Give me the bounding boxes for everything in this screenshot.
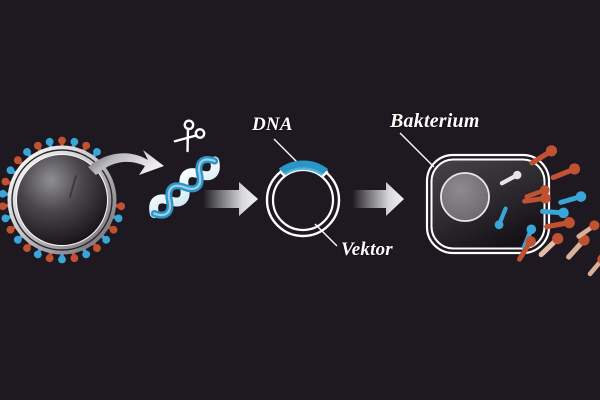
cell-cytoplasm xyxy=(17,155,107,245)
bacterium-nucleoid xyxy=(440,172,490,222)
label-dna: DNA xyxy=(252,114,293,135)
dna-fragment xyxy=(149,119,220,219)
cell-membrane-line xyxy=(11,149,113,251)
plasmid-insert-cap-right xyxy=(321,170,329,178)
bacterium-wall-outer xyxy=(425,153,551,255)
scissors-icon xyxy=(173,119,206,153)
plasmid-vector xyxy=(265,138,341,247)
arrow-2 xyxy=(352,182,404,216)
leader-line-vektor xyxy=(314,223,338,247)
plasmid-dna-insert-highlight xyxy=(282,167,324,177)
label-bakterium: Bakterium xyxy=(390,110,480,132)
label-vektor: Vektor xyxy=(341,239,393,260)
dna-backbone-highlight xyxy=(153,158,216,217)
leader-line-bakterium xyxy=(399,132,435,168)
plasmid-ring-outer xyxy=(265,162,341,238)
bacterium xyxy=(399,132,600,277)
plasmid-dna-insert xyxy=(278,160,329,177)
plasmid-ring-inner xyxy=(271,168,335,232)
arrow-1 xyxy=(203,182,258,216)
plasmid-insert-cap-left xyxy=(278,170,287,178)
cell-membrane-inner-edge xyxy=(15,153,109,247)
cell-dna-strand xyxy=(69,175,77,198)
donor-cell xyxy=(0,136,126,264)
arrow-curved xyxy=(88,150,164,175)
